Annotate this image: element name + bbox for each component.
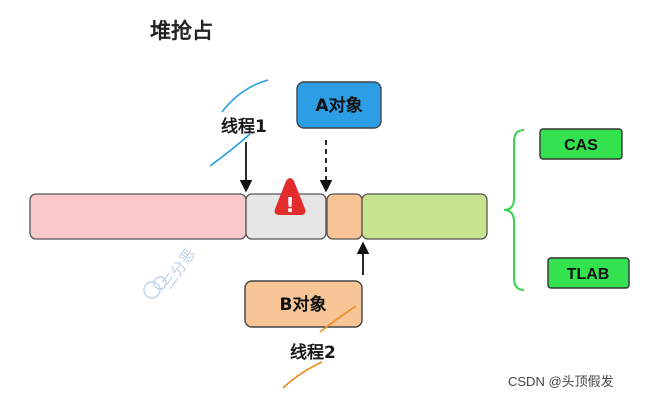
wechat-icon [143, 281, 161, 299]
object-b-label: B对象 [280, 294, 327, 315]
thread-2-label: 线程2 [290, 342, 336, 363]
cas-tag [539, 128, 623, 160]
watermark-text: 三分恶 [159, 245, 200, 292]
tlab-tag [547, 257, 630, 289]
strategy-brace [503, 129, 525, 291]
warning-exclamation: ! [285, 193, 294, 217]
heap-segment-used [29, 193, 247, 240]
diagram-title: 堆抢占 [150, 18, 213, 43]
credit-text: CSDN @头顶假发 [508, 374, 614, 389]
watermark: 三分恶 [143, 245, 200, 299]
cas-label: CAS [564, 137, 598, 154]
object-a-label: A对象 [315, 95, 362, 116]
thread-1-label: 线程1 [221, 116, 267, 137]
object-a-box [296, 81, 382, 129]
orange-scribble-bottom [282, 361, 323, 389]
heap-segment-b-object [326, 193, 363, 240]
blue-scribble-top [221, 79, 269, 113]
warning-icon [274, 178, 306, 215]
object-b-box [244, 280, 363, 328]
blue-scribble-bottom [209, 133, 251, 167]
heap-segment-free [361, 193, 488, 240]
tlab-label: TLAB [567, 266, 610, 283]
wechat-icon-bubble [153, 276, 167, 290]
orange-scribble-top [319, 305, 357, 333]
